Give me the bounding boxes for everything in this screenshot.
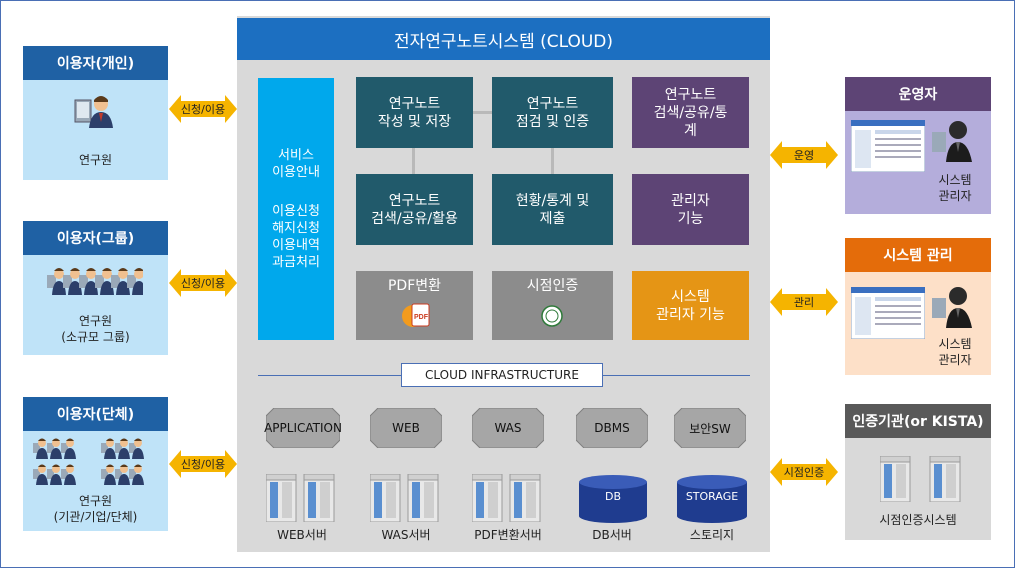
- sysmgmt-header: 시스템 관리: [845, 238, 991, 272]
- operator-label-sub: 관리자: [938, 189, 972, 203]
- sysmgmt-label: 시스템: [938, 337, 972, 351]
- arrow-apply-use-2: 신청/이용: [169, 269, 237, 297]
- server-caption: DB서버: [592, 528, 632, 542]
- connector: [473, 111, 492, 114]
- layer-was: WAS: [471, 407, 545, 449]
- function-write-box: 연구노트 작성 및 저장: [356, 77, 473, 148]
- seal-icon: [541, 305, 563, 327]
- user-group-icon: [47, 268, 143, 295]
- user-panel-individual: 이용자(개인) 연구원: [23, 46, 168, 180]
- sysmgmt-label-sub: 관리자: [938, 353, 972, 367]
- user-label-sub: (소규모 그룹): [61, 330, 130, 344]
- service-item: 과금처리: [272, 255, 320, 270]
- server-icon: [880, 456, 961, 502]
- server-caption: PDF변환서버: [474, 528, 542, 542]
- service-item: 이용내역: [272, 238, 320, 253]
- user-label-sub: (기관/기업/단체): [53, 510, 138, 524]
- service-info-box: 서비스 이용안내 이용신청 해지신청 이용내역 과금처리: [258, 78, 334, 340]
- user-panel-header: 이용자(그룹): [23, 221, 168, 255]
- server-caption: 스토리지: [689, 528, 735, 542]
- function-search-use-box: 연구노트 검색/공유/활용: [356, 174, 473, 245]
- user-panel-group: 이용자(그룹) 연구원 (소규모 그룹): [23, 221, 168, 355]
- user-panel-header: 이용자(단체): [23, 397, 168, 431]
- arrow-manage: 관리: [770, 288, 838, 316]
- server-icon: [266, 474, 335, 522]
- db-cylinder: DB: [578, 474, 648, 524]
- svg-text:PDF: PDF: [414, 314, 429, 321]
- storage-cylinder: STORAGE: [676, 474, 748, 524]
- layer-dbms: DBMS: [575, 407, 649, 449]
- user-label: 연구원: [78, 494, 113, 508]
- user-panel-header: 이용자(개인): [23, 46, 168, 80]
- function-search-stats-box: 연구노트 검색/공유/통 계: [632, 77, 749, 148]
- user-icon: [74, 96, 113, 128]
- operator-label: 시스템: [938, 173, 972, 187]
- connector: [551, 148, 554, 174]
- screenshot-icon: [851, 287, 925, 339]
- admin-icon: [932, 121, 972, 162]
- user-label: 연구원: [78, 314, 113, 328]
- function-status-box: 현황/통계 및 제출: [492, 174, 613, 245]
- admin-icon: [932, 287, 972, 328]
- layer-web: WEB: [369, 407, 443, 449]
- function-sys-admin-box: 시스템 관리자 기능: [632, 271, 749, 340]
- server-caption: WAS서버: [381, 528, 431, 542]
- arrow-operate: 운영: [770, 141, 838, 169]
- server-caption: WEB서버: [277, 528, 327, 542]
- screenshot-icon: [851, 120, 925, 172]
- arrow-apply-use-1: 신청/이용: [169, 95, 237, 123]
- service-info-line: 이용안내: [272, 165, 320, 180]
- server-icon: [370, 474, 439, 522]
- service-item: 해지신청: [272, 221, 320, 236]
- arrow-timestamp: 시점인증: [770, 458, 838, 486]
- user-panel-organization: 이용자(단체) 연구원 (기관/기업/단체): [23, 397, 168, 531]
- system-title: 전자연구노트시스템 (CLOUD): [237, 18, 770, 60]
- layer-application: APPLICATION: [264, 407, 342, 449]
- pdf-icon: PDF: [402, 303, 430, 327]
- infra-label: CLOUD INFRASTRUCTURE: [401, 363, 603, 387]
- function-admin-box: 관리자 기능: [632, 174, 749, 245]
- cert-panel: 인증기관(or KISTA): [845, 404, 991, 540]
- operator-header: 운영자: [845, 77, 991, 111]
- connector: [412, 148, 415, 174]
- function-inspect-box: 연구노트 점검 및 인증: [492, 77, 613, 148]
- arrow-apply-use-3: 신청/이용: [169, 450, 237, 478]
- service-item: 이용신청: [272, 204, 320, 219]
- server-icon: [472, 474, 541, 522]
- user-group-icon: [33, 438, 144, 485]
- layer-security-sw: 보안SW: [673, 407, 747, 449]
- cert-label: 시점인증시스템: [879, 513, 957, 527]
- cert-header: 인증기관(or KISTA): [845, 404, 991, 438]
- service-info-line: 서비스: [278, 148, 314, 163]
- user-label: 연구원: [78, 153, 113, 167]
